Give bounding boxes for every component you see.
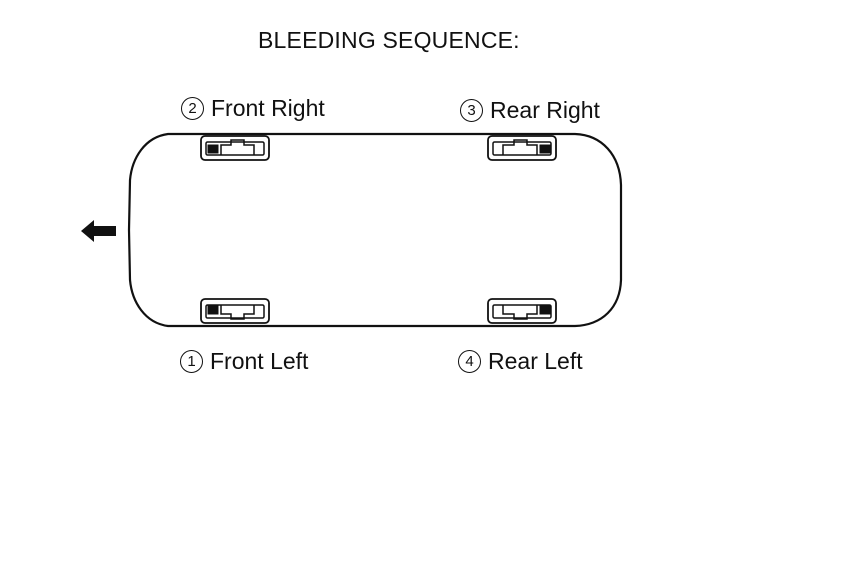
brake-caliper-icon-front-right bbox=[200, 135, 270, 161]
label-front-right: 2 Front Right bbox=[181, 95, 325, 122]
sequence-number-3: 3 bbox=[460, 99, 483, 122]
label-rear-right: 3 Rear Right bbox=[460, 97, 600, 124]
wheel-name-rear-right: Rear Right bbox=[490, 97, 600, 123]
brake-caliper-icon-rear-right bbox=[487, 135, 557, 161]
sequence-number-1: 1 bbox=[180, 350, 203, 373]
wheel-name-front-left: Front Left bbox=[210, 348, 309, 374]
car-top-view-icon bbox=[127, 132, 623, 328]
label-rear-left: 4 Rear Left bbox=[458, 348, 583, 375]
sequence-number-4: 4 bbox=[458, 350, 481, 373]
sequence-number-2: 2 bbox=[181, 97, 204, 120]
label-front-left: 1 Front Left bbox=[180, 348, 308, 375]
brake-caliper-icon-rear-left bbox=[487, 298, 557, 324]
wheel-name-rear-left: Rear Left bbox=[488, 348, 583, 374]
wheel-name-front-right: Front Right bbox=[211, 95, 325, 121]
arrow-left-icon bbox=[81, 220, 116, 242]
brake-caliper-icon-front-left bbox=[200, 298, 270, 324]
diagram-title: BLEEDING SEQUENCE: bbox=[258, 27, 520, 53]
